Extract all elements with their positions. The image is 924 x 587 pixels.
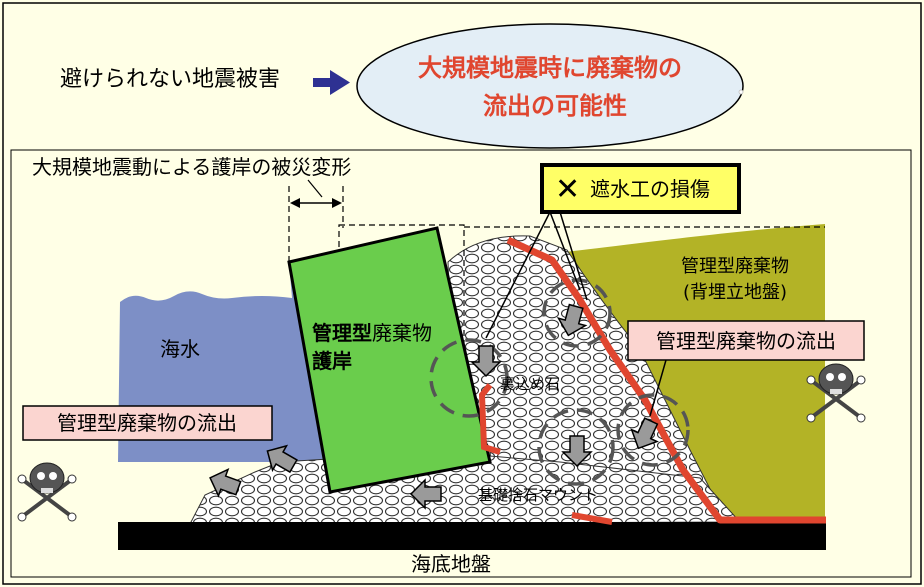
- outflow-right-leader: [649, 359, 667, 417]
- impermeable-damage-box: [540, 163, 741, 214]
- impermeable-damage-text: 遮水工の損傷: [590, 177, 710, 201]
- outflow-left-callout: [22, 405, 273, 441]
- outflow-arrow-6: [266, 444, 298, 474]
- damage-circle-4: [616, 393, 690, 467]
- deformation-leader-line: [307, 179, 323, 198]
- outflow-arrow-4: [630, 417, 659, 450]
- damage-leader-1: [485, 211, 551, 339]
- possibility-ellipse: [356, 23, 744, 149]
- displacement-arrow-icon: [290, 198, 342, 208]
- impermeable-liner: [506, 236, 826, 524]
- landfill-label-line1: 管理型廃棄物: [681, 256, 789, 277]
- seawall-deformation-label: 大規模地震動による護岸の被災変形: [32, 155, 351, 179]
- outflow-arrow-1: [470, 345, 502, 378]
- backfill-stone-label: 裏込め石: [500, 375, 560, 393]
- seawall-label-line2: 護岸: [312, 349, 352, 373]
- outflow-right-callout: [627, 320, 865, 361]
- seawater-label: 海水: [160, 337, 200, 361]
- skull-crossbones-icon: [806, 363, 866, 423]
- seabed-layer: [118, 522, 826, 550]
- unavoidable-damage-text: 避けられない地震被害: [60, 67, 280, 92]
- foundation-mound-label: 基礎捨石マウント: [478, 486, 598, 504]
- outflow-left-text: 管理型廃棄物の流出: [57, 411, 237, 435]
- impermeable-liner-bottom: [571, 512, 613, 525]
- seabed-label: 海底地盤: [411, 552, 491, 576]
- decorative-dot: [738, 89, 744, 95]
- damage-circle-1: [429, 338, 509, 418]
- damage-leader-3: [559, 211, 588, 301]
- outflow-arrow-7: [209, 468, 242, 498]
- damage-circle-2: [542, 278, 612, 348]
- outflow-arrow-2: [556, 303, 588, 337]
- possibility-line2: 流出の可能性: [483, 92, 627, 120]
- damage-leader-2: [549, 211, 581, 291]
- damage-circle-3: [537, 408, 615, 486]
- landfill-area: [565, 224, 825, 522]
- seawall-caisson: [287, 226, 492, 494]
- outflow-right-text: 管理型廃棄物の流出: [656, 329, 836, 353]
- impermeable-liner-lower: [478, 383, 501, 455]
- diagram-frame: [10, 149, 912, 578]
- outflow-arrow-5: [409, 478, 442, 510]
- skull-crossbones-icon: [17, 462, 77, 522]
- outflow-arrow-3: [561, 435, 593, 468]
- right-arrow-icon: [313, 70, 350, 95]
- seawall-label-line1: 管理型廃棄物: [312, 321, 432, 345]
- cross-mark-icon: ✕: [555, 172, 580, 207]
- possibility-line1: 大規模地震時に廃棄物の: [418, 54, 682, 82]
- landfill-label-line2: (背埋立地盤): [683, 282, 787, 303]
